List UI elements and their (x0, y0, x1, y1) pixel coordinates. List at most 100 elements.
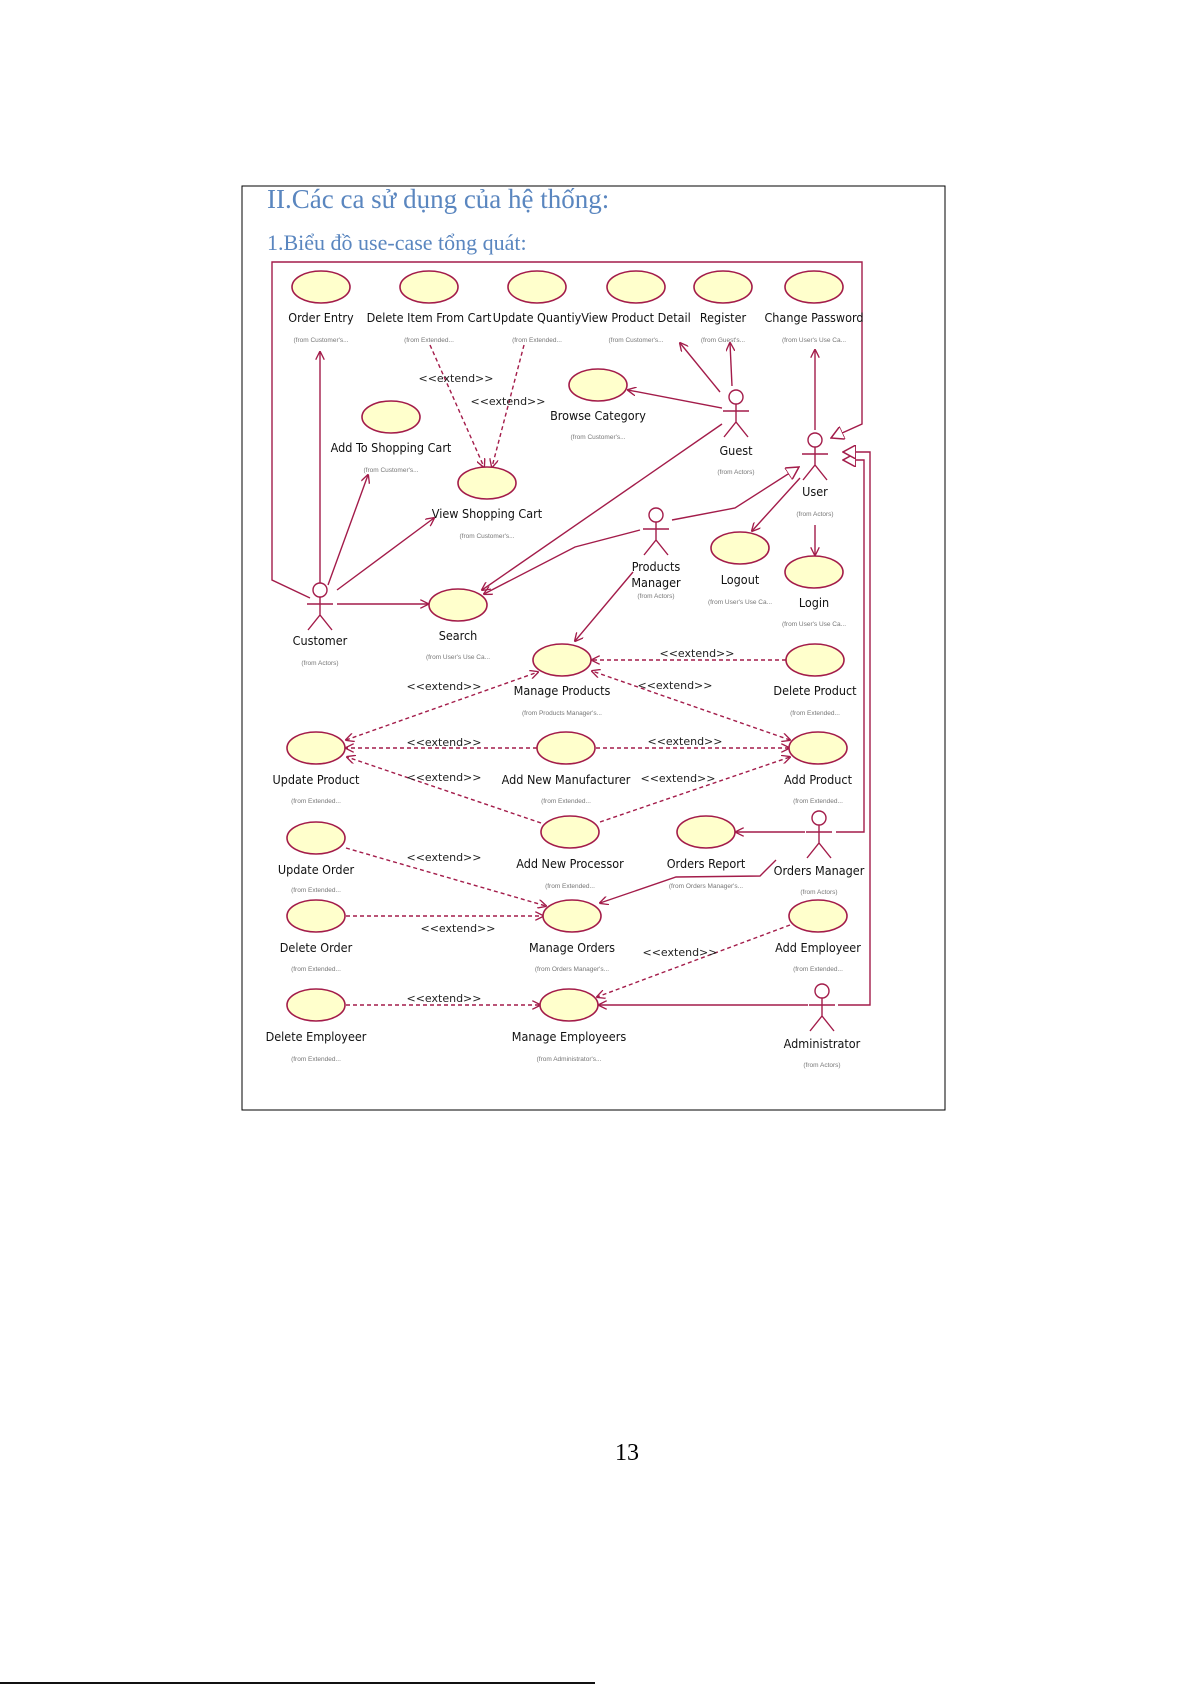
actor-stick-figure-icon[interactable] (809, 983, 835, 1032)
use-case-view-product-detail[interactable]: View Product Detail(from Customer's... (581, 270, 691, 344)
use-case-label: Update Product (273, 772, 361, 787)
use-case-ellipse[interactable] (784, 555, 844, 589)
generalization-customer-user (271, 261, 863, 599)
use-cases: Order Entry(from Customer's...Delete Ite… (266, 270, 864, 1063)
use-case-ellipse[interactable] (784, 270, 844, 304)
use-case-label: Manage Products (514, 683, 611, 698)
use-case-ellipse[interactable] (710, 531, 770, 565)
use-case-ellipse[interactable] (507, 270, 567, 304)
use-case-ellipse[interactable] (457, 466, 517, 500)
use-case-delete-order[interactable]: Delete Order(from Extended... (280, 899, 353, 973)
use-case-ellipse[interactable] (536, 731, 596, 765)
use-case-ellipse[interactable] (606, 270, 666, 304)
extend-label: <<extend>> (407, 992, 482, 1005)
use-case-ellipse[interactable] (539, 988, 599, 1022)
use-case-view-shopping-cart[interactable]: View Shopping Cart(from Customer's... (432, 466, 543, 540)
extend-add-employeer-manage-employeers (597, 924, 791, 997)
extend-label: <<extend>> (407, 851, 482, 864)
page-number: 13 (615, 1440, 639, 1466)
use-case-ellipse[interactable] (286, 899, 346, 933)
use-case-label: Add New Manufacturer (502, 772, 631, 787)
actor-stick-figure-icon[interactable] (643, 507, 669, 556)
actor-customer[interactable]: Customer(from Actors) (293, 582, 348, 667)
use-case-ellipse[interactable] (291, 270, 351, 304)
actor-administrator[interactable]: Administrator(from Actors) (784, 983, 861, 1069)
use-case-package: (from Customer's... (293, 337, 348, 344)
use-case-label: Update Quantiy (493, 310, 582, 325)
actor-stick-figure-icon[interactable] (802, 432, 828, 481)
use-case-add-new-processor[interactable]: Add New Processor(from Extended... (516, 815, 624, 890)
actor-stick-figure-icon[interactable] (307, 582, 333, 631)
use-case-manage-products[interactable]: Manage Products(from Products Manager's.… (514, 643, 611, 717)
use-case-ellipse[interactable] (428, 588, 488, 622)
use-case-register[interactable]: Register(from Guest's... (693, 270, 753, 344)
use-case-label: View Shopping Cart (432, 506, 543, 521)
generalization-products-manager-user (671, 467, 799, 521)
use-case-ellipse[interactable] (693, 270, 753, 304)
use-case-package: (from Extended... (291, 798, 341, 805)
use-case-label: Update Order (278, 862, 355, 877)
use-case-update-order[interactable]: Update Order(from Extended... (278, 821, 355, 894)
use-case-ellipse[interactable] (286, 988, 346, 1022)
use-case-add-employeer[interactable]: Add Employeer(from Extended... (775, 899, 861, 973)
extend-update-quantity-view-cart (492, 344, 525, 467)
use-case-label: View Product Detail (581, 310, 691, 325)
use-case-ellipse[interactable] (785, 643, 845, 677)
assoc-orders-manager-manage-orders (600, 859, 777, 903)
assoc-guest-search (482, 423, 723, 590)
use-case-package: (from User's Use Ca... (426, 654, 490, 661)
use-case-package: (from Guest's... (701, 337, 745, 344)
use-case-orders-report[interactable]: Orders Report(from Orders Manager's... (667, 815, 746, 890)
use-case-change-password[interactable]: Change Password(from User's Use Ca... (764, 270, 864, 344)
actor-stick-figure-icon[interactable] (806, 810, 832, 859)
use-case-ellipse[interactable] (532, 643, 592, 677)
use-case-package: (from Extended... (793, 798, 843, 805)
use-case-search[interactable]: Search(from User's Use Ca... (426, 588, 490, 661)
actor-user[interactable]: User(from Actors) (796, 432, 834, 518)
use-case-ellipse[interactable] (399, 270, 459, 304)
actor-label-line2: Manager (631, 575, 681, 590)
use-case-package: (from User's Use Ca... (708, 599, 772, 606)
use-case-login[interactable]: Login(from User's Use Ca... (782, 555, 846, 628)
use-case-add-new-manufacturer[interactable]: Add New Manufacturer(from Extended... (502, 731, 631, 805)
use-case-delete-product[interactable]: Delete Product(from Extended... (773, 643, 857, 717)
use-case-label: Delete Order (280, 940, 353, 955)
use-case-ellipse[interactable] (788, 899, 848, 933)
extend-label: <<extend>> (660, 647, 735, 660)
use-case-delete-item-from-cart[interactable]: Delete Item From Cart(from Extended... (367, 270, 492, 344)
actor-package: (from Actors) (800, 889, 837, 896)
use-case-logout[interactable]: Logout(from User's Use Ca... (708, 531, 772, 606)
extend-label: <<extend>> (407, 680, 482, 693)
use-case-package: (from Customer's... (363, 467, 418, 474)
use-case-ellipse[interactable] (286, 821, 346, 855)
actor-orders-manager[interactable]: Orders Manager(from Actors) (774, 810, 865, 896)
use-case-package: (from Extended... (793, 966, 843, 973)
actor-guest[interactable]: Guest(from Actors) (717, 389, 755, 476)
use-case-package: (from Customer's... (570, 434, 625, 441)
use-case-manage-employeers[interactable]: Manage Employeers(from Administrator's..… (512, 988, 627, 1063)
use-case-order-entry[interactable]: Order Entry(from Customer's... (288, 270, 354, 344)
actors: Guest(from Actors) User(from Actors) Produ… (293, 389, 865, 1069)
extend-processor-add-product (599, 757, 790, 823)
use-case-delete-employeer[interactable]: Delete Employeer(from Extended... (266, 988, 367, 1063)
use-case-ellipse[interactable] (361, 400, 421, 434)
use-case-manage-orders[interactable]: Manage Orders(from Orders Manager's... (529, 899, 615, 973)
use-case-package: (from User's Use Ca... (782, 337, 846, 344)
actor-package: (from Actors) (803, 1062, 840, 1069)
use-case-ellipse[interactable] (542, 899, 602, 933)
use-case-update-product[interactable]: Update Product (from Extended... (273, 731, 361, 805)
use-case-ellipse[interactable] (676, 815, 736, 849)
use-case-package: (from Administrator's... (537, 1056, 602, 1063)
use-case-ellipse[interactable] (788, 731, 848, 765)
use-case-ellipse[interactable] (568, 368, 628, 402)
use-case-ellipse[interactable] (286, 731, 346, 765)
use-case-add-to-shopping-cart[interactable]: Add To Shopping Cart(from Customer's... (331, 400, 452, 474)
use-case-ellipse[interactable] (540, 815, 600, 849)
actor-stick-figure-icon[interactable] (723, 389, 749, 438)
use-case-update-quantiy[interactable]: Update Quantiy(from Extended... (493, 270, 582, 344)
use-case-browse-category[interactable]: Browse Category(from Customer's... (550, 368, 646, 441)
assoc-customer-add-to-cart (327, 475, 368, 586)
use-case-add-product[interactable]: Add Product(from Extended... (784, 731, 853, 805)
